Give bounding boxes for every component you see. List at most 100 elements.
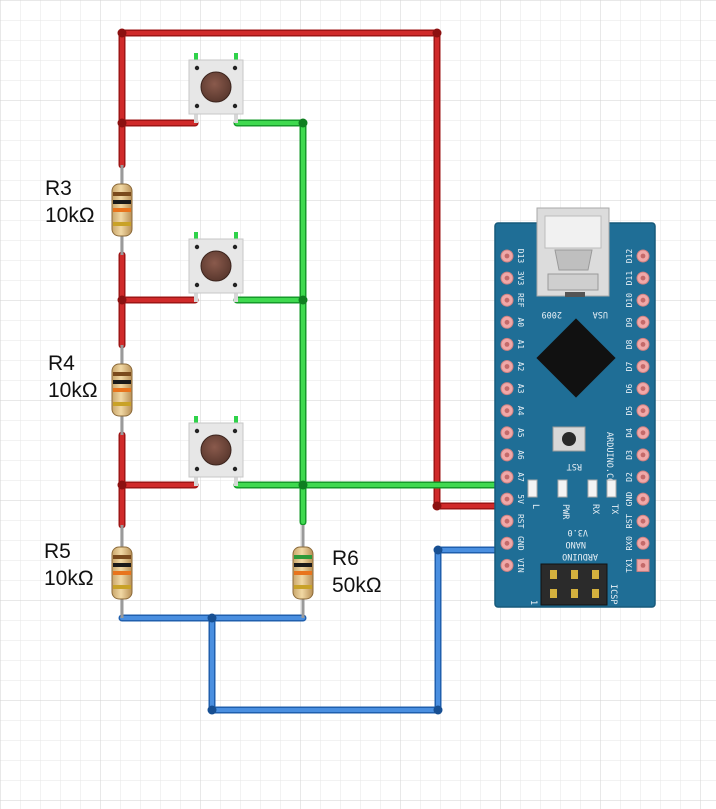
pin-hole — [640, 342, 646, 347]
year-label: 2009 — [542, 309, 562, 319]
resistor-r3[interactable] — [111, 165, 133, 255]
r6-value-label: 50kΩ — [332, 574, 382, 597]
pin-label-left: D13 — [516, 249, 525, 264]
usb-connector[interactable] — [536, 207, 610, 297]
pin-label-left: RST — [516, 514, 525, 529]
mcu-chip — [536, 318, 616, 398]
pin-hole — [640, 518, 646, 524]
pin-label-left: GND — [516, 536, 525, 551]
pin-hole — [504, 297, 510, 303]
pin-hole — [504, 452, 510, 458]
pin-label-right: D7 — [625, 362, 634, 372]
arduino-nano-board[interactable]: USA 2009 RST ARDUINO.CC L PWR RX TX V3.0… — [494, 207, 656, 608]
pin-label-right: D11 — [625, 271, 634, 286]
pin-hole — [504, 408, 510, 414]
pin-hole — [640, 275, 646, 281]
pin-hole — [640, 253, 646, 259]
pin-hole — [504, 275, 510, 281]
pin-label-right: D8 — [625, 339, 634, 349]
pin-label-left: A6 — [516, 450, 525, 460]
led-pwr — [557, 479, 568, 498]
pin-hole — [640, 496, 646, 502]
r5-value-label: 10kΩ — [44, 567, 94, 590]
pin-hole — [504, 342, 510, 347]
icsp-label: ICSP — [608, 584, 618, 604]
resistor-r6[interactable] — [292, 525, 314, 618]
icsp-header[interactable] — [540, 563, 608, 606]
pin-hole — [504, 319, 510, 325]
pin-label-right: D4 — [625, 428, 634, 438]
r4-ref-label: R4 — [48, 352, 75, 375]
pin-hole — [504, 253, 510, 259]
pin-label-left: A7 — [516, 472, 525, 482]
pin-label-left: A3 — [516, 384, 525, 394]
arduino-name-label: ARDUINO — [562, 551, 598, 561]
pin-hole — [504, 474, 510, 480]
button-cap — [200, 250, 232, 282]
reset-button[interactable] — [552, 426, 586, 452]
button-cap — [200, 434, 232, 466]
pin-label-right: GND — [625, 492, 634, 507]
pin-label-left: REF — [516, 293, 525, 308]
pin-label-right: D3 — [625, 450, 634, 460]
pin-hole — [640, 430, 646, 436]
pin-label-right: RST — [625, 514, 634, 529]
pin-hole — [504, 496, 510, 502]
pin-hole — [640, 364, 646, 369]
pin-hole — [640, 386, 646, 391]
pin-hole — [640, 474, 646, 480]
resistor-r5[interactable] — [111, 525, 133, 618]
nano-label: NANO — [566, 539, 586, 549]
pin-label-right: D12 — [625, 249, 634, 264]
pin-label-right: D10 — [625, 293, 634, 308]
pin-hole — [504, 386, 510, 391]
pin-label-left: 3V3 — [516, 271, 525, 286]
pin-label-left: A1 — [516, 340, 525, 350]
pin-hole — [640, 540, 646, 546]
pin-hole — [504, 364, 510, 369]
pin-hole — [640, 452, 646, 458]
pin-hole — [640, 319, 646, 325]
site-label: ARDUINO.CC — [604, 432, 614, 483]
r4-value-label: 10kΩ — [48, 379, 98, 402]
pin-hole — [640, 563, 646, 568]
icsp-pin1-label: 1 — [528, 600, 538, 605]
r3-value-label: 10kΩ — [45, 204, 95, 227]
pin-label-right: D5 — [625, 406, 634, 416]
pin-hole — [504, 518, 510, 524]
power-wires — [118, 29, 509, 529]
push-button-1[interactable] — [188, 53, 244, 123]
led-l — [527, 479, 538, 498]
pin-label-left: A4 — [516, 406, 525, 416]
resistor-r4[interactable] — [111, 345, 133, 435]
pin-label-left: A2 — [516, 362, 525, 372]
led-l-label: L — [530, 504, 540, 509]
led-tx — [606, 479, 617, 498]
pin-label-right: D9 — [625, 317, 634, 327]
push-button-2[interactable] — [188, 232, 244, 302]
pin-label-right: RX0 — [625, 536, 634, 551]
usa-label: USA — [593, 309, 608, 319]
pin-label-left: VIN — [516, 558, 525, 573]
button-cap — [200, 71, 232, 103]
r5-ref-label: R5 — [44, 540, 71, 563]
r3-ref-label: R3 — [45, 177, 72, 200]
rst-button-label: RST — [567, 461, 582, 471]
pin-label-left: A5 — [516, 428, 525, 438]
pin-label-right: D6 — [625, 384, 634, 394]
pin-hole — [640, 297, 646, 303]
r6-ref-label: R6 — [332, 547, 359, 570]
pin-label-left: A0 — [516, 317, 525, 327]
led-pwr-label: PWR — [560, 504, 570, 520]
led-rx-label: RX — [590, 504, 600, 515]
board-leds — [527, 479, 617, 498]
pin-hole — [640, 408, 646, 414]
push-button-3[interactable] — [188, 416, 244, 486]
pin-label-left: 5V — [516, 494, 525, 504]
version-label: V3.0 — [568, 527, 588, 537]
pin-label-right: TX1 — [625, 558, 634, 573]
pin-hole — [504, 430, 510, 436]
